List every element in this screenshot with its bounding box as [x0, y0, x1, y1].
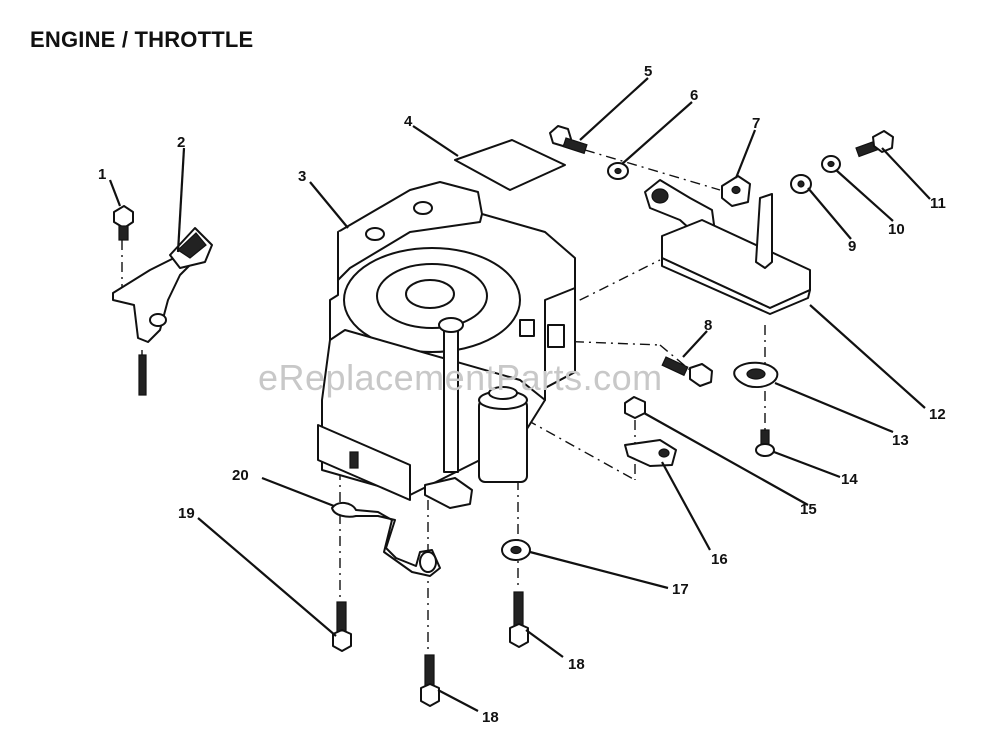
callout-labels: 1 2 3 4 5 6 7 8 9 10 11 12 13 14 15 16 1… — [98, 63, 946, 726]
part-14-screw — [755, 429, 775, 457]
part-13-gasket — [733, 361, 779, 388]
part-17-lockwasher — [501, 539, 531, 561]
part-3-engine — [317, 181, 576, 509]
callout-8: 8 — [704, 317, 712, 334]
page-title: ENGINE / THROTTLE — [30, 27, 254, 52]
part-20-rod — [331, 502, 441, 577]
part-4-decal — [454, 139, 566, 191]
part-19-bolt — [332, 601, 352, 652]
callout-19: 19 — [178, 505, 195, 522]
callout-20: 20 — [232, 467, 249, 484]
part-18-bolt-b — [420, 654, 440, 707]
part-8-bolt — [661, 356, 713, 387]
callout-17: 17 — [672, 581, 689, 598]
part-12-muffler — [661, 193, 811, 315]
callout-12: 12 — [929, 406, 946, 423]
part-1-bolt — [113, 205, 134, 241]
part-7-gasket — [721, 175, 751, 207]
callout-5: 5 — [644, 63, 652, 80]
part-11-bolt — [855, 130, 894, 158]
part-16-bracket — [624, 439, 677, 467]
callout-9: 9 — [848, 238, 856, 255]
watermark: eReplacementParts.com — [258, 357, 663, 398]
callout-6: 6 — [690, 87, 698, 104]
callout-16: 16 — [711, 551, 728, 568]
callout-13: 13 — [892, 432, 909, 449]
callout-11: 11 — [930, 195, 946, 212]
callout-4: 4 — [404, 113, 413, 130]
callout-18b: 18 — [482, 709, 499, 726]
leader-lines — [108, 77, 931, 712]
part-9-washer — [790, 174, 812, 194]
callout-18a: 18 — [568, 656, 585, 673]
part-2-throttle-bracket — [112, 227, 213, 396]
callout-2: 2 — [177, 134, 185, 151]
callout-15: 15 — [800, 501, 817, 518]
part-15-nut — [624, 396, 646, 419]
callout-10: 10 — [888, 221, 905, 238]
callout-14: 14 — [841, 471, 858, 488]
part-5-bolt — [549, 125, 588, 155]
part-10-washer — [821, 155, 841, 173]
callout-1: 1 — [98, 166, 106, 183]
part-6-washer — [607, 162, 629, 180]
part-18-bolt-a — [509, 591, 529, 648]
callout-3: 3 — [298, 168, 306, 185]
callout-7: 7 — [752, 115, 760, 132]
